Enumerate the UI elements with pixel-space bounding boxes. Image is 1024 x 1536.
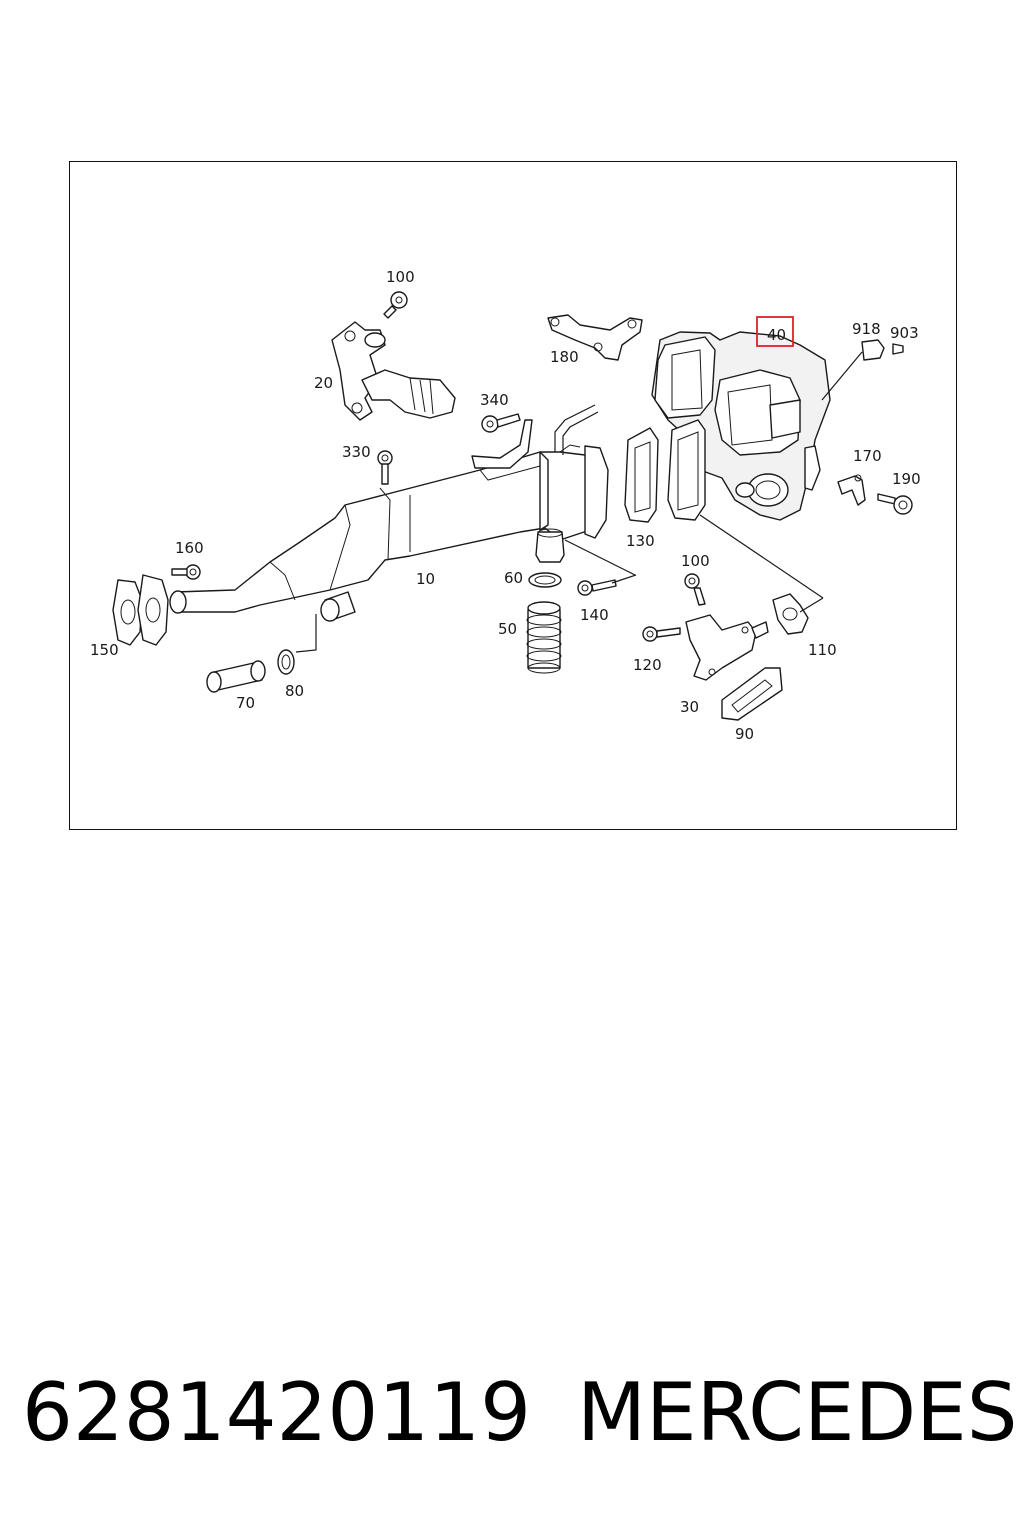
callout-90: 90 <box>735 725 754 743</box>
brand-name: MERCEDES <box>577 1366 1018 1459</box>
callout-903: 903 <box>890 324 919 342</box>
bolt-140 <box>577 579 617 596</box>
diagram-frame <box>69 161 957 830</box>
bolt-190 <box>877 493 913 515</box>
bolt-330 <box>377 450 393 485</box>
bolt-120 <box>642 626 681 642</box>
egr-cooler-pipe <box>169 404 609 614</box>
callout-140: 140 <box>580 606 609 624</box>
callout-918: 918 <box>852 320 881 338</box>
callout-30: 30 <box>680 698 699 716</box>
bolt-100-top <box>383 291 408 319</box>
callout-70: 70 <box>236 694 255 712</box>
callout-20: 20 <box>314 374 333 392</box>
callout-100-top: 100 <box>386 268 415 286</box>
mounting-bracket <box>547 314 643 361</box>
seal-ring-60 <box>528 572 562 588</box>
callout-340: 340 <box>480 391 509 409</box>
gasket-rectangular <box>624 419 706 523</box>
callout-10: 10 <box>416 570 435 588</box>
seal-ring-80 <box>277 649 295 675</box>
callout-190: 190 <box>892 470 921 488</box>
corrugated-hose-50 <box>526 601 562 674</box>
callout-50: 50 <box>498 620 517 638</box>
callout-labels: 100 20 180 40 918 903 340 330 170 190 13… <box>90 268 921 743</box>
callout-160: 160 <box>175 539 204 557</box>
callout-120: 120 <box>633 656 662 674</box>
part-number: 6281420119 <box>22 1366 531 1459</box>
sleeve-connector <box>535 528 565 563</box>
clip-bracket <box>837 474 866 506</box>
leader-lines <box>295 514 824 653</box>
callout-40: 40 <box>767 326 786 344</box>
callout-150: 150 <box>90 641 119 659</box>
callout-110: 110 <box>808 641 837 659</box>
highlight-box <box>756 316 794 347</box>
exploded-parts-diagram: 100 20 180 40 918 903 340 330 170 190 13… <box>90 268 921 743</box>
bolt-340 <box>481 413 521 433</box>
callout-130: 130 <box>626 532 655 550</box>
bolt-160 <box>171 564 201 580</box>
callout-330: 330 <box>342 443 371 461</box>
gasket-110 <box>772 593 809 635</box>
connector-plug <box>821 339 904 401</box>
callout-60: 60 <box>504 569 523 587</box>
tube-70 <box>206 660 266 693</box>
egr-valve-actuator <box>651 331 831 521</box>
callout-100-lower: 100 <box>681 552 710 570</box>
connecting-pipe-flange <box>331 321 456 421</box>
callout-80: 80 <box>285 682 304 700</box>
callout-170: 170 <box>853 447 882 465</box>
bolt-100-lower <box>684 573 706 606</box>
rubber-mount <box>320 591 356 622</box>
footer-caption: 6281420119 MERCEDES <box>22 1366 1018 1466</box>
elbow-flange-30 <box>685 614 769 681</box>
flange-gasket-150 <box>112 574 169 646</box>
callout-180: 180 <box>550 348 579 366</box>
gasket-90 <box>721 667 783 721</box>
